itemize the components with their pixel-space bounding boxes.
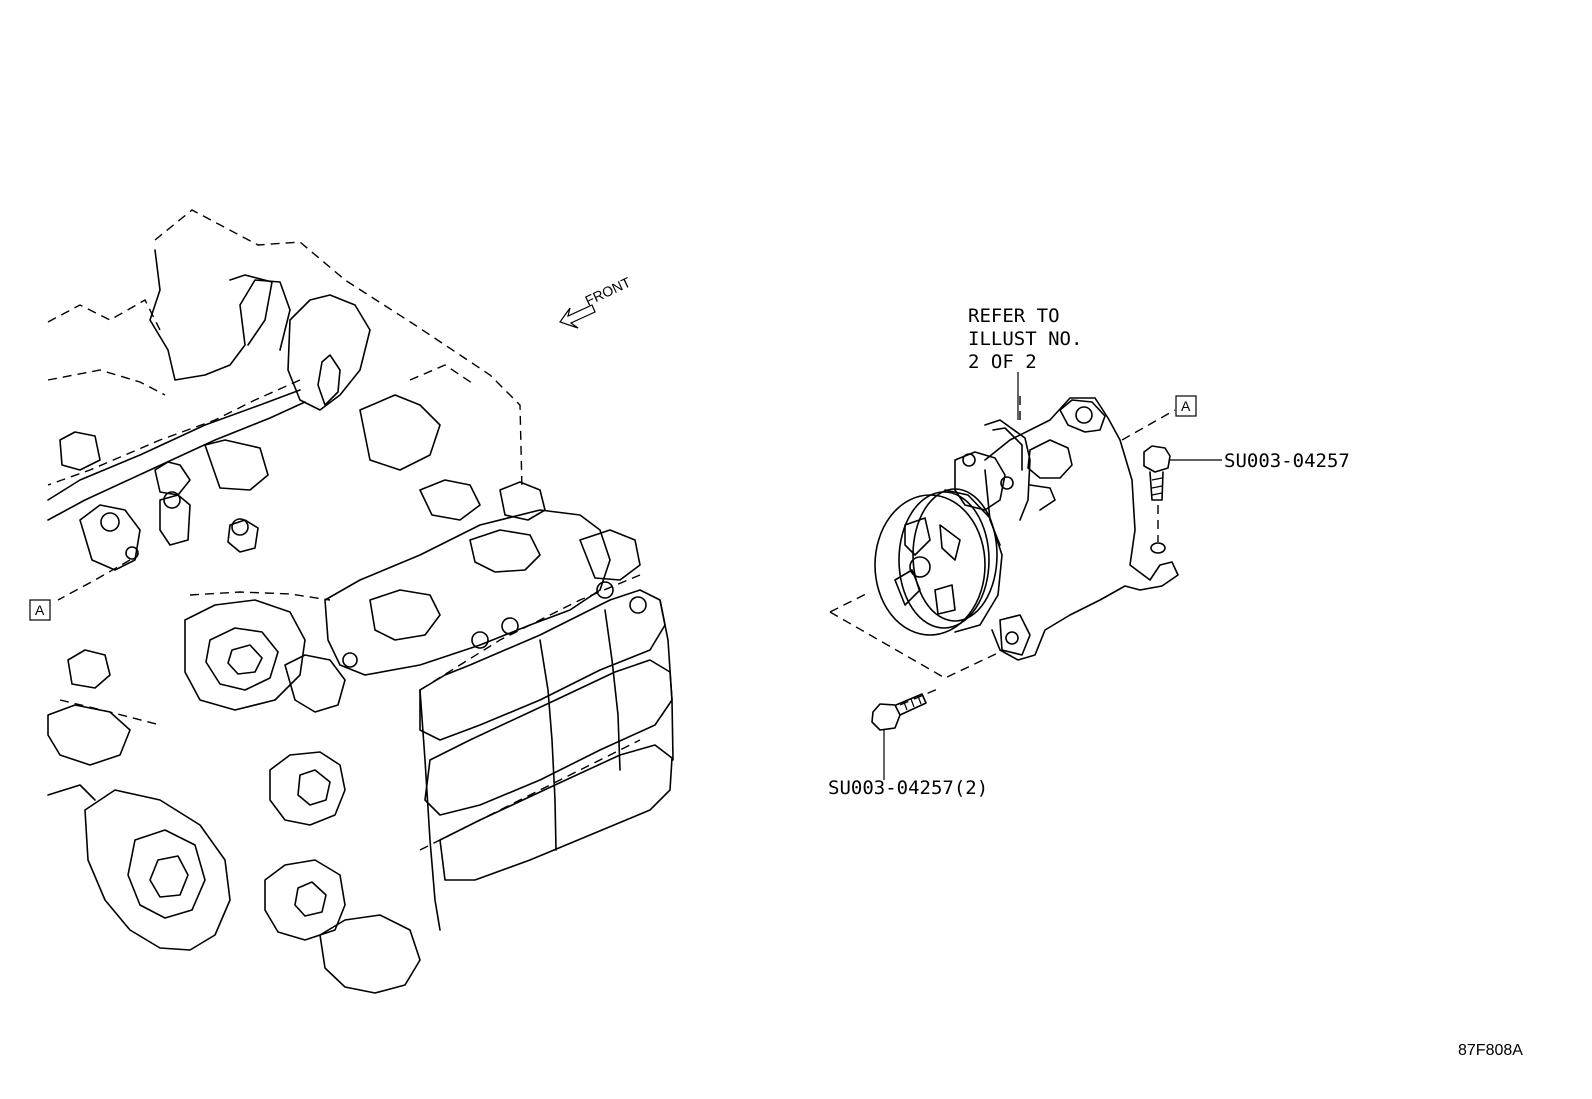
connector-tag-label: A [1181,398,1191,414]
illustration-code: 87F808A [1458,1042,1523,1059]
part-callout-left[interactable]: SU003-04257(2) [828,777,988,799]
arrow-icon [559,304,596,329]
assembly-guides [829,396,1176,706]
part-number-label[interactable]: SU003-04257(2) [828,777,988,799]
engine-illustration [47,209,674,994]
bolt-right [1143,445,1222,501]
reference-note: REFER TO ILLUST NO. 2 OF 2 [968,305,1082,373]
connector-tag-right: A [1175,395,1197,417]
reference-note-line-3: 2 OF 2 [968,351,1037,373]
part-number-label[interactable]: SU003-04257 [1224,450,1350,472]
connector-tag-label: A [35,602,45,618]
reference-note-line-1: REFER TO [968,305,1060,327]
connector-tag-left: A [29,599,51,621]
front-label: FRONT [583,274,634,309]
bolt-left [871,693,927,780]
part-callout-right[interactable]: SU003-04257 [1224,450,1350,472]
compressor-illustration [874,397,1179,661]
front-direction-arrow: FRONT [559,274,634,329]
reference-note-line-2: ILLUST NO. [968,328,1082,350]
